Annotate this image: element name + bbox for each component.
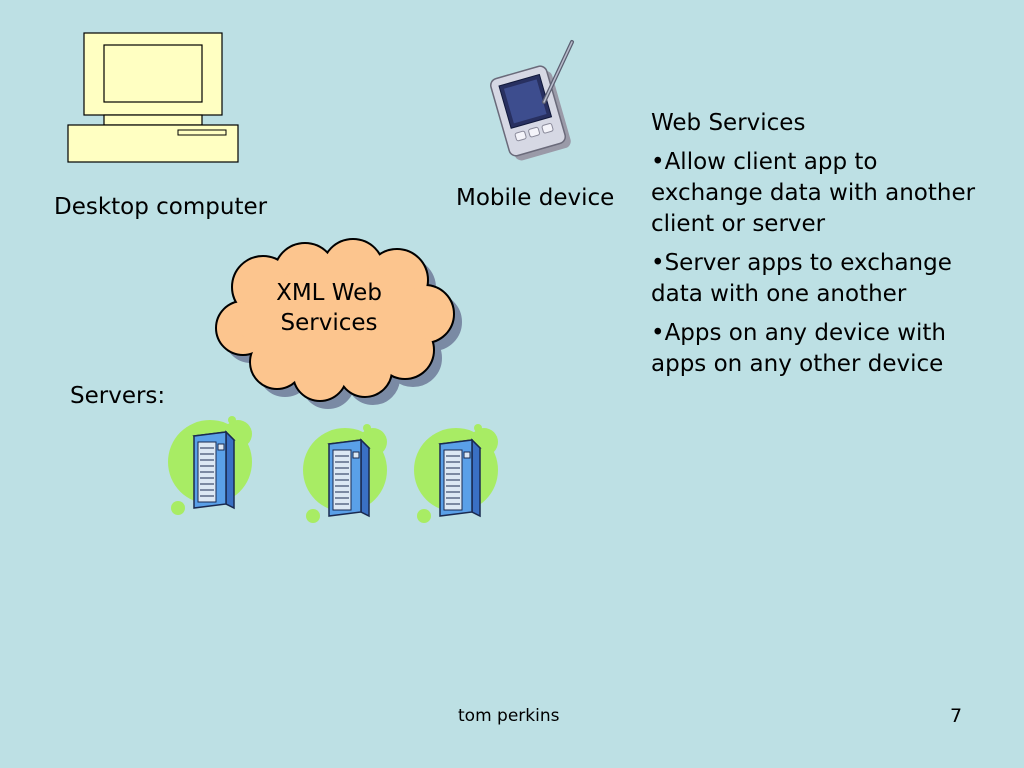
desktop-computer-label: Desktop computer (54, 194, 268, 220)
web-services-bullet: •Apps on any device with apps on any oth… (651, 320, 947, 377)
footer-author: tom perkins (458, 706, 560, 726)
cloud-label: XML Web Services (240, 278, 418, 338)
cloud-label-line2: Services (280, 310, 378, 336)
server-icon (302, 423, 388, 524)
mobile-device-label: Mobile device (456, 185, 615, 211)
desktop-computer-icon (67, 32, 239, 163)
web-services-bullet: •Allow client app to exchange data with … (651, 149, 976, 237)
cloud-label-line1: XML Web (276, 280, 382, 306)
pda-stylus-icon (490, 40, 574, 161)
servers-label: Servers: (70, 383, 166, 409)
servers-group (167, 415, 499, 524)
web-services-text: Web Services •Allow client app to exchan… (651, 108, 996, 388)
web-services-heading: Web Services (651, 110, 806, 136)
slide-number: 7 (950, 705, 963, 727)
web-services-bullet: •Server apps to exchange data with one a… (651, 250, 952, 307)
server-icon (413, 423, 499, 524)
server-icon (167, 415, 253, 516)
